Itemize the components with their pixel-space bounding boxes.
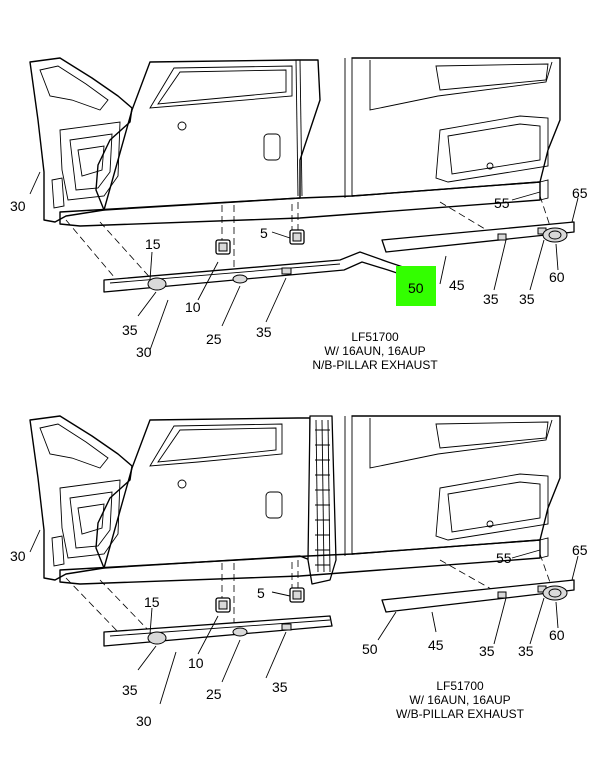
- caption-top: LF51700 W/ 16AUN, 16AUP N/B-PILLAR EXHAU…: [312, 330, 438, 372]
- callout-5[interactable]: 5: [257, 585, 265, 601]
- callout-45[interactable]: 45: [449, 277, 465, 293]
- callout-30b[interactable]: 30: [136, 344, 152, 360]
- callout-55[interactable]: 55: [494, 195, 510, 211]
- callout-30a[interactable]: 30: [10, 198, 26, 214]
- callout-35d[interactable]: 35: [518, 643, 534, 659]
- callout-35c[interactable]: 35: [483, 291, 499, 307]
- callout-50[interactable]: 50: [408, 280, 424, 296]
- callout-15[interactable]: 15: [145, 236, 161, 252]
- trim-strip-top: [103, 221, 575, 293]
- highlight-box-50[interactable]: [396, 266, 436, 306]
- callout-65[interactable]: 65: [572, 185, 588, 201]
- callout-30b[interactable]: 30: [136, 713, 152, 729]
- callout-35a[interactable]: 35: [122, 322, 138, 338]
- callout-35b[interactable]: 35: [256, 324, 272, 340]
- caption-line-1: LF51700: [351, 330, 399, 344]
- caption-line-2: W/ 16AUN, 16AUP: [324, 344, 425, 358]
- caption-line-3: N/B-PILLAR EXHAUST: [312, 358, 438, 372]
- callout-35a[interactable]: 35: [122, 682, 138, 698]
- callout-30a[interactable]: 30: [10, 548, 26, 564]
- callout-35d[interactable]: 35: [519, 291, 535, 307]
- cab-body-bottom: [29, 415, 561, 585]
- leader-lines-bottom: [29, 529, 579, 705]
- alignment-lines-top: [65, 195, 553, 285]
- caption-line-3: W/B-PILLAR EXHAUST: [396, 707, 525, 721]
- callout-35c[interactable]: 35: [479, 643, 495, 659]
- callout-25[interactable]: 25: [206, 686, 222, 702]
- trim-strip-bottom: [103, 579, 575, 647]
- callout-25[interactable]: 25: [206, 331, 222, 347]
- callout-65[interactable]: 65: [572, 542, 588, 558]
- exhaust-grille: [315, 419, 331, 573]
- callout-5[interactable]: 5: [260, 225, 268, 241]
- callout-labels-bottom: 30 15 10 25 35 30 5 35 55 65 50 45 35 35…: [10, 542, 588, 729]
- callout-15[interactable]: 15: [144, 594, 160, 610]
- diagram-bottom: 30 15 10 25 35 30 5 35 55 65 50 45 35 35…: [10, 415, 588, 729]
- callout-labels-top: 30 15 10 25 35 30 5 35 55 65 45 35 35 60…: [10, 185, 588, 360]
- callout-35b[interactable]: 35: [272, 679, 288, 695]
- callout-45[interactable]: 45: [428, 637, 444, 653]
- caption-line-2: W/ 16AUN, 16AUP: [409, 693, 510, 707]
- caption-bottom: LF51700 W/ 16AUN, 16AUP W/B-PILLAR EXHAU…: [396, 679, 525, 721]
- callout-10[interactable]: 10: [188, 655, 204, 671]
- diagram-top: 30 15 10 25 35 30 5 35 55 65 45 35 35 60…: [10, 57, 588, 372]
- callout-60[interactable]: 60: [549, 269, 565, 285]
- callout-10[interactable]: 10: [185, 299, 201, 315]
- callout-55[interactable]: 55: [496, 550, 512, 566]
- callout-50[interactable]: 50: [362, 641, 378, 657]
- caption-line-1: LF51700: [436, 679, 484, 693]
- cab-body-top: [29, 57, 561, 227]
- callout-60[interactable]: 60: [549, 627, 565, 643]
